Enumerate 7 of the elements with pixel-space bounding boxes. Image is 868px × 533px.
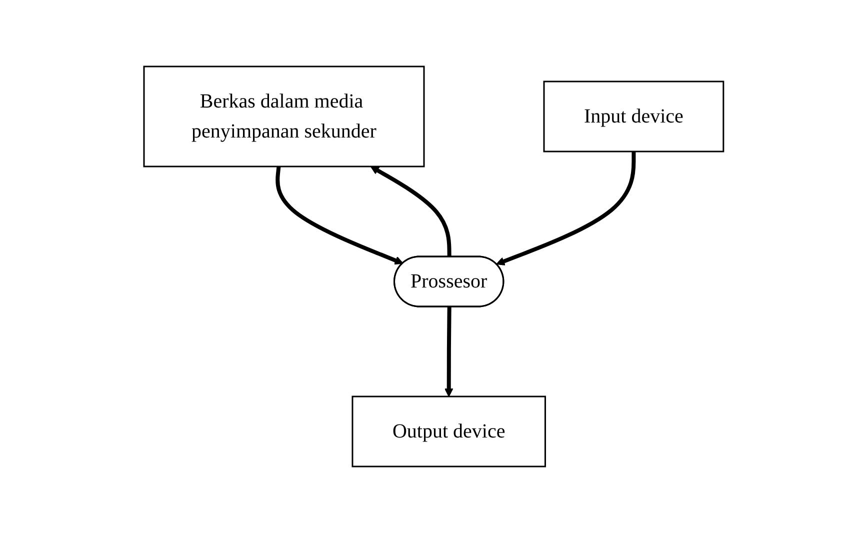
node-box: Input device xyxy=(544,80,724,152)
node-box: Output device xyxy=(352,396,546,468)
arrow xyxy=(276,166,404,265)
node-box: Berkas dalam media penyimpanan sekunder xyxy=(144,66,426,168)
arrow xyxy=(496,152,636,266)
arrow xyxy=(444,306,454,397)
arrow xyxy=(370,166,452,258)
